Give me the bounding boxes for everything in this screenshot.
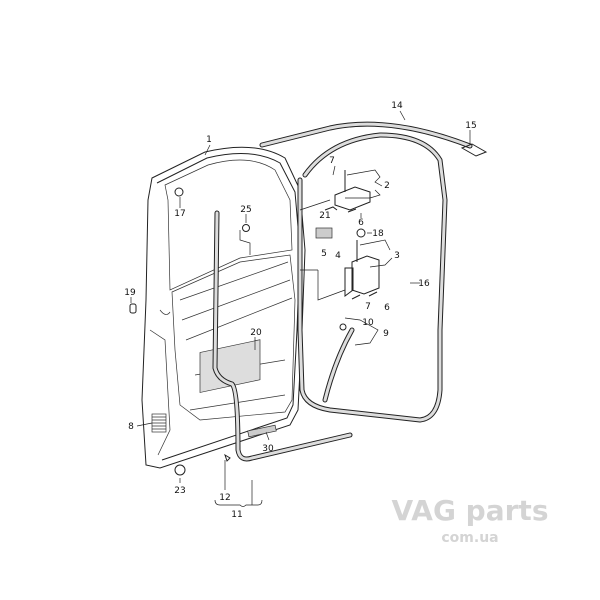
door-shell [141, 146, 306, 469]
seal-clip [460, 143, 488, 157]
label-6b[interactable]: 6 [384, 303, 390, 313]
label-21[interactable]: 21 [319, 211, 330, 221]
cap-18 [356, 228, 366, 238]
label-10[interactable]: 10 [362, 318, 374, 328]
watermark-domain: com.ua [441, 530, 498, 546]
label-19[interactable]: 19 [124, 288, 136, 298]
watermark: VAG parts [392, 494, 549, 527]
bolts-lower [351, 291, 378, 300]
label-20[interactable]: 20 [250, 328, 262, 338]
vent-grille [151, 413, 167, 433]
label-1[interactable]: 1 [206, 135, 212, 145]
label-7b[interactable]: 7 [365, 302, 371, 312]
plug-17 [174, 187, 184, 197]
lower-hinge [344, 240, 380, 297]
label-9[interactable]: 9 [383, 329, 389, 339]
label-25[interactable]: 25 [240, 205, 251, 215]
label-8[interactable]: 8 [128, 422, 134, 432]
upper-hinge [334, 170, 371, 211]
label-11[interactable]: 11 [231, 510, 242, 520]
plug-19 [129, 303, 137, 314]
door-seal-lower [212, 210, 353, 462]
clip-10 [339, 323, 347, 331]
label-15[interactable]: 15 [465, 121, 476, 131]
label-18[interactable]: 18 [372, 229, 384, 239]
label-23[interactable]: 23 [174, 486, 185, 496]
label-17[interactable]: 17 [174, 209, 185, 219]
clip-12 [224, 453, 231, 462]
label-5[interactable]: 5 [321, 249, 327, 259]
label-7a[interactable]: 7 [329, 156, 335, 166]
tape-30 [247, 424, 277, 438]
label-6a[interactable]: 6 [358, 218, 364, 228]
seal-9 [322, 327, 355, 403]
label-4[interactable]: 4 [335, 251, 341, 261]
leader-lines [130, 110, 471, 507]
label-12[interactable]: 12 [219, 493, 230, 503]
label-16[interactable]: 16 [418, 279, 430, 289]
clip-25 [242, 224, 250, 232]
bolt-6a [347, 208, 357, 213]
plug-23 [174, 464, 186, 476]
label-14[interactable]: 14 [391, 101, 403, 111]
door-frame-seal [297, 132, 448, 423]
label-30[interactable]: 30 [262, 444, 274, 454]
buffer-21 [315, 227, 333, 239]
bolt-7a [324, 206, 338, 211]
part-labels: 1 14 15 7 2 21 6 25 17 18 3 5 4 16 19 7 … [124, 101, 476, 520]
upper-seal-strip [259, 121, 473, 149]
label-2[interactable]: 2 [384, 181, 390, 191]
label-3[interactable]: 3 [394, 251, 400, 261]
